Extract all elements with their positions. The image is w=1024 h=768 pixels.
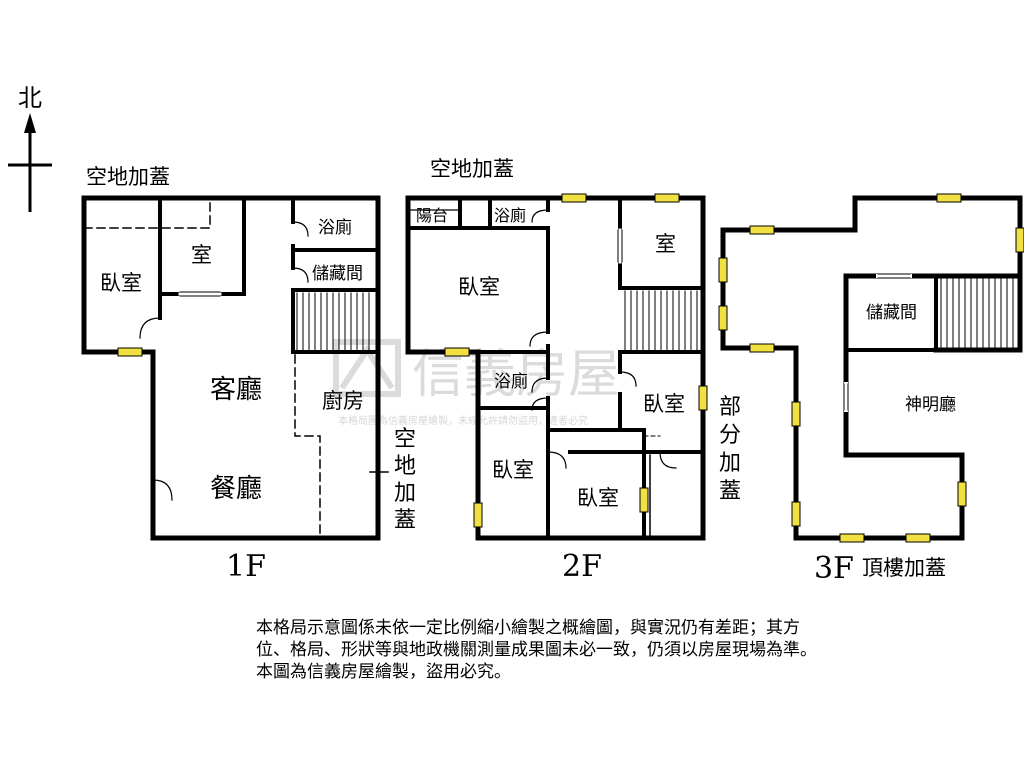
floor-3f-labels: 儲藏間 神明廳 3F 頂樓加蓋 [814,303,956,586]
room-shrine: 神明廳 [905,395,956,415]
floor-2f-labels: 空地加蓋 陽台 浴廁 臥室 室 浴廁 臥室 臥室 臥室 部 分 加 蓋 2F [416,157,741,584]
room-storage: 儲藏間 [312,264,363,284]
room-bedroom: 臥室 [100,271,142,295]
windows-2f [444,193,708,528]
annex-label-2f: 空地加蓋 [430,157,514,181]
disclaimer-line-2: 位、格局、形狀等與地政機關測量成果圖未必一致，仍須以房屋現場為準。 [256,640,817,660]
floor-name-3f: 3F [814,551,854,586]
partial-annex-char-4: 蓋 [719,479,741,504]
partial-annex-char-1: 部 [719,395,741,420]
floor-1f-labels: 空地加蓋 臥室 室 浴廁 儲藏間 客廳 餐廳 廚房 空 地 加 蓋 1F [86,165,416,584]
room-balcony: 陽台 [416,206,448,225]
room-storage-3f: 儲藏間 [866,303,917,323]
disclaimer-line-3: 本圖為信義房屋繪製，盜用必究。 [256,662,511,682]
room-bedroom-bottom: 臥室 [577,486,619,510]
annex-side-char-1: 空 [394,427,416,452]
room-living: 客廳 [210,375,262,405]
annex-side-char-4: 蓋 [394,508,416,533]
annex-side-char-2: 地 [394,454,416,479]
floor-2f [405,195,706,541]
disclaimer: 本格局示意圖係未依一定比例縮小繪製之概繪圖，與實況仍有差距；其方 位、格局、形狀… [256,617,916,683]
room-bedroom-main: 臥室 [458,275,500,299]
partial-annex-char-2: 分 [719,423,741,448]
north-label: 北 [18,84,42,112]
windows-3f [718,193,1024,543]
annex-side-char-3: 加 [394,481,416,506]
window-1f [117,347,143,357]
arrow-up-icon [24,113,36,133]
floor-name-2f: 2F [562,549,602,584]
partial-annex-char-3: 加 [719,451,741,476]
floor-3f [720,195,1023,541]
room-bath-mid: 浴廁 [494,371,528,392]
watermark-logo [333,339,401,397]
room-dining: 餐廳 [210,474,262,504]
room-bath-top: 浴廁 [494,206,526,225]
room-room: 室 [191,243,212,267]
floor-1f [81,195,389,541]
disclaimer-line-1: 本格局示意圖係未依一定比例縮小繪製之概繪圖，與實況仍有差距；其方 [256,618,800,638]
room-room-2f: 室 [655,232,676,256]
floor-name-1f: 1F [226,549,266,584]
room-kitchen: 廚房 [322,389,364,413]
room-bedroom-right: 臥室 [643,392,685,416]
watermark-note: 本格局圖為信義房屋繪製，未經允許請勿盜用，違者必究 [338,414,588,427]
north-arrow: 北 [8,84,52,212]
room-bath: 浴廁 [318,217,352,238]
room-bedroom-left: 臥室 [492,458,534,482]
rooftop-annex-label: 頂樓加蓋 [862,556,946,580]
annex-label-1f: 空地加蓋 [86,165,170,189]
